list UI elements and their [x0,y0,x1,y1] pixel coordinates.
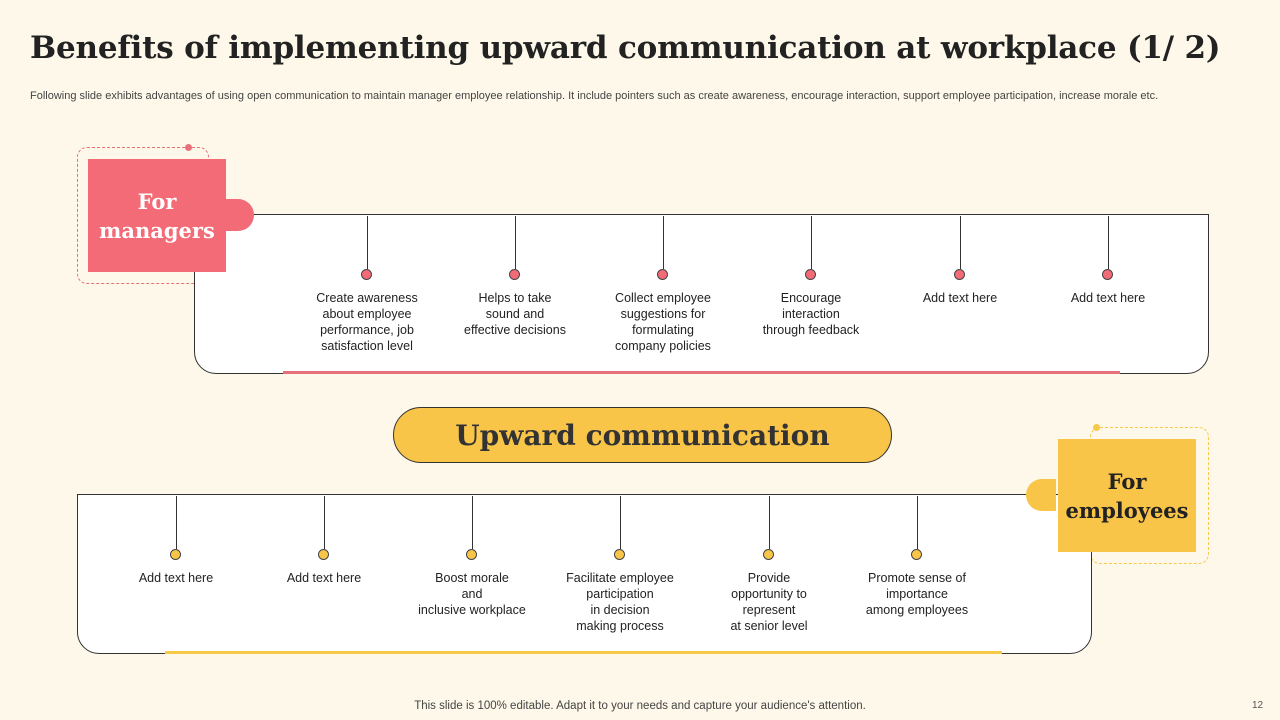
slide-footer: This slide is 100% editable. Adapt it to… [414,700,866,712]
connector-line [620,496,621,549]
slide-title: Benefits of implementing upward communic… [30,30,1221,66]
managers-tab [224,199,254,231]
bullet-dot [1102,269,1113,280]
managers-item-text: Helps to take sound and effective decisi… [464,291,566,337]
employees-label: For employees [1065,468,1189,523]
bullet-dot [911,549,922,560]
bullet-dot [509,269,520,280]
employees-tag: For employees [1058,439,1196,552]
connector-line [769,496,770,549]
employees-item-text: Boost morale and inclusive workplace [418,571,526,617]
bullet-dot [954,269,965,280]
employees-accent-dot [1093,424,1100,431]
managers-item-text: Encourage interaction through feedback [762,291,860,337]
managers-item-text: Collect employee suggestions for formula… [615,291,711,353]
managers-item-text: Add text here [1070,291,1146,305]
bullet-dot [657,269,668,280]
connector-line [917,496,918,549]
connector-line [663,216,664,269]
employees-panel [77,494,1092,654]
bullet-dot [805,269,816,280]
page-number: 12 [1252,700,1264,711]
bullet-dot [614,549,625,560]
bullet-dot [361,269,372,280]
connector-line [811,216,812,269]
managers-underline [283,371,1120,374]
bullet-dot [763,549,774,560]
connector-line [960,216,961,269]
employees-underline [165,651,1002,654]
managers-label: For managers [99,188,215,243]
managers-item-text: Create awareness about employee performa… [316,291,418,353]
connector-line [1108,216,1109,269]
employees-item-text: Facilitate employee participation in dec… [566,571,674,633]
bullet-dot [466,549,477,560]
connector-line [367,216,368,269]
bullet-dot [170,549,181,560]
connector-line [176,496,177,549]
connector-line [324,496,325,549]
center-label: Upward communication [455,418,830,452]
managers-item-text: Add text here [922,291,998,305]
managers-tag: For managers [88,159,226,272]
bullet-dot [318,549,329,560]
employees-item-text: Add text here [138,571,214,585]
slide-subtitle: Following slide exhibits advantages of u… [30,90,1159,102]
employees-item-text: Promote sense of importance among employ… [865,571,969,617]
connector-line [515,216,516,269]
upward-communication-pill: Upward communication [393,407,892,463]
employees-item-text: Provide opportunity to represent at seni… [730,571,808,633]
managers-accent-dot [185,144,192,151]
connector-line [472,496,473,549]
employees-item-text: Add text here [286,571,362,585]
employees-tab [1026,479,1056,511]
